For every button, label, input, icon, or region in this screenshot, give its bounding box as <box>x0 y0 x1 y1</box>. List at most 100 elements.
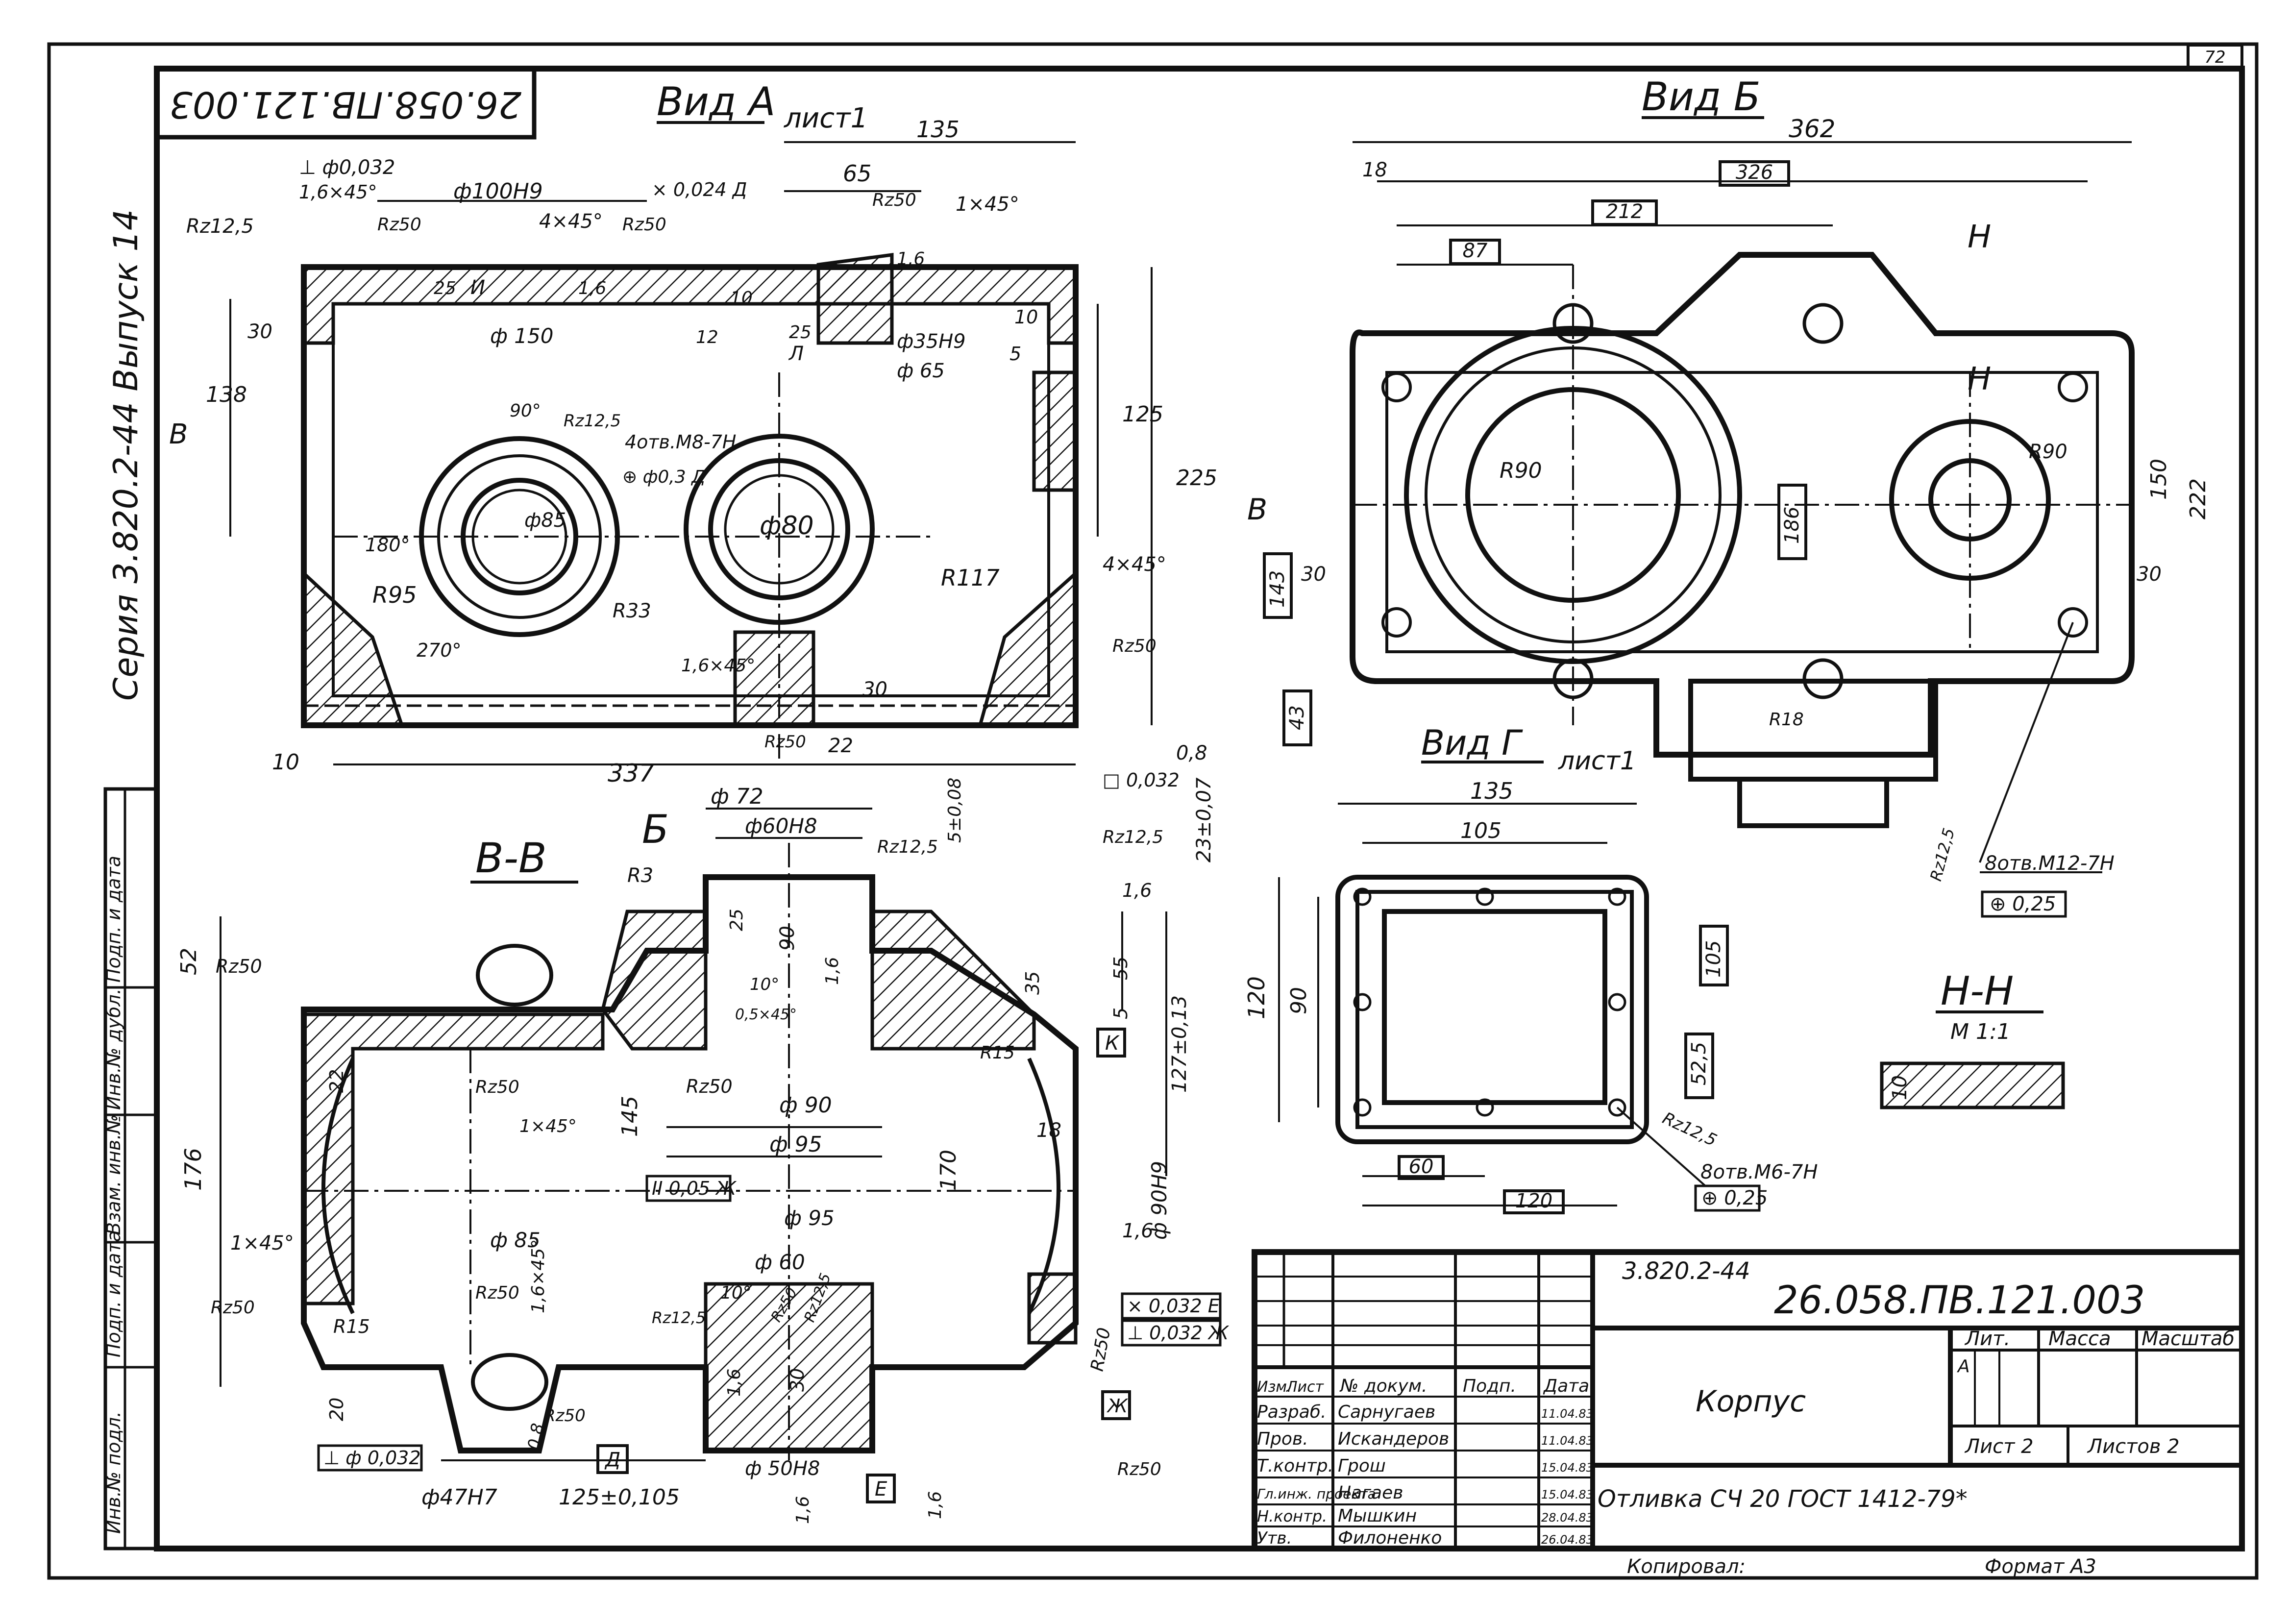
svg-text:4отв.М8-7Н: 4отв.М8-7Н <box>625 431 736 453</box>
svg-text:25: 25 <box>727 909 747 931</box>
svg-text:Дата: Дата <box>1543 1376 1589 1396</box>
svg-text:Мышкин: Мышкин <box>1338 1506 1417 1526</box>
svg-text:□ 0,032: □ 0,032 <box>1103 769 1180 791</box>
svg-text:Rz50: Rz50 <box>216 956 262 977</box>
svg-text:143: 143 <box>1266 570 1289 608</box>
svg-text:ф 50Н8: ф 50Н8 <box>745 1457 820 1480</box>
svg-text:⨯ 0,032 Е: ⨯ 0,032 Е <box>1127 1295 1220 1317</box>
svg-text:Rz12,5: Rz12,5 <box>877 837 938 857</box>
svg-text:Сарнугаев: Сарнугаев <box>1338 1402 1435 1422</box>
svg-text:Изм.: Изм. <box>1257 1378 1292 1396</box>
svg-text:Rz50: Rz50 <box>475 1077 519 1097</box>
svg-text:25: 25 <box>789 322 812 343</box>
svg-text:0,8: 0,8 <box>524 1422 548 1451</box>
title-block-designation: 26.058.ПВ.121.003 <box>1774 1279 2145 1323</box>
svg-text:87: 87 <box>1463 240 1488 262</box>
svg-text:Rz12,5: Rz12,5 <box>1103 827 1163 847</box>
svg-text:ф35Н9: ф35Н9 <box>897 330 966 353</box>
svg-text:R95: R95 <box>372 582 417 608</box>
svg-text:ф80: ф80 <box>760 511 814 541</box>
svg-text:120: 120 <box>1243 976 1270 1019</box>
svg-text:0,5×45°: 0,5×45° <box>735 1006 797 1023</box>
outer-frame <box>47 42 2259 1580</box>
svg-text:⊕ ф0,3 Д: ⊕ ф0,3 Д <box>622 467 705 487</box>
copied-by-label: Копировал: <box>1627 1555 1746 1578</box>
svg-text:Е: Е <box>875 1478 887 1501</box>
svg-text:1,6: 1,6 <box>1122 880 1152 901</box>
svg-text:ф 95: ф 95 <box>784 1206 835 1230</box>
svg-text:R90: R90 <box>1500 458 1542 483</box>
svg-text:145: 145 <box>617 1096 642 1137</box>
svg-text:Rz50: Rz50 <box>1117 1459 1161 1479</box>
svg-text:212: 212 <box>1606 200 1643 223</box>
svg-text:Пров.: Пров. <box>1257 1429 1308 1449</box>
svg-text:12: 12 <box>696 327 718 347</box>
svg-text:60: 60 <box>1409 1156 1434 1178</box>
view-b: Вид Б 362 18 326 212 87 Н Н <box>1247 74 2211 828</box>
svg-text:1×45°: 1×45° <box>230 1232 294 1255</box>
svg-text:R90: R90 <box>2029 441 2067 463</box>
svg-text:138: 138 <box>206 382 247 407</box>
svg-text:Разраб.: Разраб. <box>1257 1402 1326 1422</box>
view-a-title: Вид А <box>657 79 775 124</box>
svg-text:25: 25 <box>434 278 456 298</box>
svg-text:1,6: 1,6 <box>897 249 925 269</box>
svg-text:Rz12,5: Rz12,5 <box>1926 826 1958 883</box>
svg-text:10°: 10° <box>720 1283 752 1303</box>
svg-text:127±0,13: 127±0,13 <box>1168 995 1191 1093</box>
section-n-n-title: Н-Н <box>1941 968 2014 1014</box>
page-number: 72 <box>2204 48 2225 67</box>
svg-text:Н: Н <box>1968 361 1991 397</box>
svg-text:R15: R15 <box>333 1316 370 1337</box>
svg-text:0,8: 0,8 <box>1176 742 1207 764</box>
svg-text:ф 65: ф 65 <box>897 360 945 382</box>
svg-text:ф47Н7: ф47Н7 <box>421 1485 497 1510</box>
svg-text:10: 10 <box>1014 306 1038 328</box>
svg-text:8отв.М12-7Н: 8отв.М12-7Н <box>1985 852 2115 875</box>
svg-text:8отв.М6-7Н: 8отв.М6-7Н <box>1700 1161 1818 1183</box>
svg-text:30: 30 <box>2137 563 2162 586</box>
svg-text:Подп. и дата: Подп. и дата <box>103 856 124 983</box>
svg-text:18: 18 <box>1362 159 1387 181</box>
svg-text:Rz50: Rz50 <box>764 732 806 752</box>
svg-text:135: 135 <box>916 116 960 143</box>
format-label: Формат А3 <box>1985 1555 2096 1578</box>
svg-text:Л: Л <box>788 343 804 365</box>
svg-text:30: 30 <box>247 320 272 343</box>
svg-text:Rz50: Rz50 <box>475 1283 519 1303</box>
svg-text:R18: R18 <box>1769 710 1804 730</box>
svg-text:ф 95: ф 95 <box>769 1132 822 1157</box>
svg-text:18: 18 <box>1036 1119 1061 1142</box>
svg-text:10: 10 <box>272 750 299 775</box>
svg-text:1,6: 1,6 <box>793 1496 813 1524</box>
svg-text:1,6: 1,6 <box>724 1369 744 1397</box>
svg-text:Инв.№ подл.: Инв.№ подл. <box>103 1411 124 1534</box>
section-v-v-arrow-label: Б <box>642 807 669 852</box>
svg-text:⊥ 0,032 Ж: ⊥ 0,032 Ж <box>1127 1322 1230 1344</box>
svg-text:Rz12,5: Rz12,5 <box>1659 1108 1720 1151</box>
svg-text:5±0,08: 5±0,08 <box>945 778 965 843</box>
view-b-title: Вид Б <box>1642 74 1761 120</box>
svg-text:1,6: 1,6 <box>822 957 842 985</box>
svg-text:R33: R33 <box>613 600 651 622</box>
mirrored-designation-box <box>154 66 537 140</box>
title-block-name: Корпус <box>1696 1384 1806 1419</box>
title-block-material: Отливка СЧ 20 ГОСТ 1412-79* <box>1598 1485 1968 1513</box>
svg-text:28.04.83: 28.04.83 <box>1541 1511 1594 1525</box>
svg-text:326: 326 <box>1736 161 1773 184</box>
view-b-side-note: Rz12,5 8отв.М12-7Н ⊕ 0,25 <box>1926 622 2115 918</box>
svg-text:15.04.83: 15.04.83 <box>1541 1488 1594 1501</box>
svg-text:Rz12,5: Rz12,5 <box>652 1308 706 1327</box>
svg-text:Инв.№ дубл.: Инв.№ дубл. <box>103 988 124 1110</box>
svg-text:1,6: 1,6 <box>925 1491 945 1519</box>
mirrored-designation: 26.058.ПВ.121.003 <box>170 83 521 125</box>
svg-text:5: 5 <box>1110 1008 1132 1019</box>
svg-text:ф100Н9: ф100Н9 <box>453 179 543 204</box>
svg-text:Д: Д <box>604 1449 620 1471</box>
svg-text:1×45°: 1×45° <box>956 193 1019 216</box>
svg-text:Нагаев: Нагаев <box>1338 1483 1403 1503</box>
svg-text:22: 22 <box>326 1069 347 1093</box>
svg-text:186: 186 <box>1781 507 1803 544</box>
svg-text:R15: R15 <box>980 1043 1015 1063</box>
svg-text:1,6: 1,6 <box>578 278 606 298</box>
